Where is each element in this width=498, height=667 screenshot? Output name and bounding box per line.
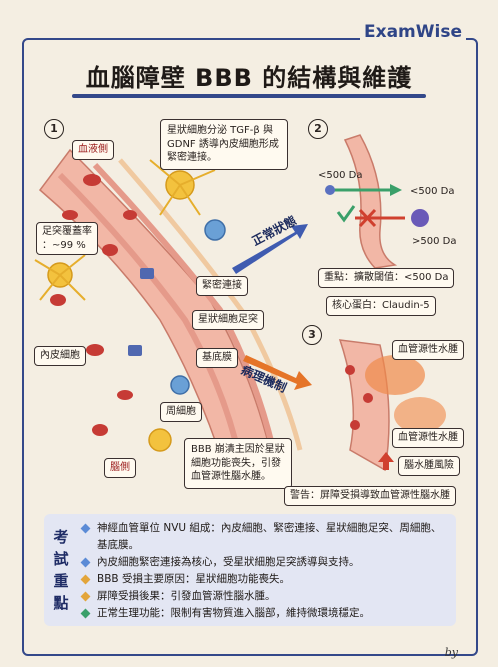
section-number-2: 2 [308, 119, 328, 139]
astrocyte-foot-label: 星狀細胞足突 [192, 310, 264, 330]
pathology-arrow [243, 355, 312, 390]
brand-logo: ExamWise [360, 22, 466, 42]
astrocyte-note: 星狀細胞分泌 TGF-β 與 GDNF 誘導內皮細胞形成緊密連接。 [160, 119, 288, 170]
edema-risk-label: 腦水腫風險 [398, 456, 460, 476]
section-number-1: 1 [44, 119, 64, 139]
exam-points-list: 神經血管單位 NVU 組成：內皮細胞、緊密連接、星狀細胞足突、周細胞、基底膜。 … [80, 520, 446, 622]
section-number-3: 3 [302, 325, 322, 345]
exam-point-item: 正常生理功能：限制有害物質進入腦部，維持微環境穩定。 [80, 605, 446, 622]
coverage-label: 足突覆蓋率 ：~99 % [36, 222, 98, 255]
panel2-vessel [325, 134, 429, 269]
coverage-value: ：~99 % [42, 239, 86, 251]
title-underline [72, 94, 426, 98]
astrocyte-processes [34, 159, 216, 301]
size-lt500-right: <500 Da [410, 186, 455, 197]
page-title: 血腦障壁 BBB 的結構與維護 [85, 64, 413, 92]
size-gt500: >500 Da [412, 236, 457, 247]
edema-label-2: 血管源性水腫 [392, 428, 464, 448]
basement-membrane-label: 基底膜 [196, 348, 238, 368]
warning-label: 警告：屏障受損導致血管源性腦水腫 [284, 486, 456, 506]
exam-point-item: 屏障受損後果：引發血管源性腦水腫。 [80, 588, 446, 605]
key-point-label: 重點：擴散閾值：<500 Da [318, 268, 455, 288]
cause-note: BBB 崩潰主因於星狀細胞功能喪失，引發血管源性腦水腫。 [184, 438, 292, 489]
exam-point-item: BBB 受損主要原因：星狀細胞功能喪失。 [80, 571, 446, 588]
panel3-damaged-vessel [338, 339, 446, 472]
pericyte-label: 周細胞 [160, 402, 202, 422]
diamond-icon [80, 574, 91, 585]
footer-signature: by [444, 646, 458, 659]
endothelial-label: 內皮細胞 [34, 346, 86, 366]
padlock-icons [128, 268, 154, 356]
edema-label-1: 血管源性水腫 [392, 340, 464, 360]
exam-points-panel [44, 514, 456, 626]
page-frame [22, 38, 478, 656]
exam-points-title: 考試重點 [53, 528, 69, 612]
exam-point-item: 神經血管單位 NVU 組成：內皮細胞、緊密連接、星狀細胞足突、周細胞、基底膜。 [80, 520, 446, 554]
neurons [170, 219, 226, 395]
size-lt500-top: <500 Da [318, 170, 363, 181]
coverage-title: 足突覆蓋率 [42, 226, 92, 237]
risk-arrow-icon [378, 452, 394, 470]
core-protein-label: 核心蛋白：Claudin-5 [326, 296, 436, 316]
diamond-icon [80, 591, 91, 602]
diamond-icon [80, 557, 91, 568]
normal-state-arrow [232, 224, 308, 274]
diamond-icon [80, 523, 91, 534]
brain-side-label: 腦側 [104, 458, 136, 478]
red-blood-cells [50, 174, 137, 436]
exam-point-item: 內皮細胞緊密連接為核心，受星狀細胞足突誘導與支持。 [80, 554, 446, 571]
diamond-icon [80, 608, 91, 619]
blood-side-label: 血液側 [72, 140, 114, 160]
tight-junction-label: 緊密連接 [196, 276, 248, 296]
